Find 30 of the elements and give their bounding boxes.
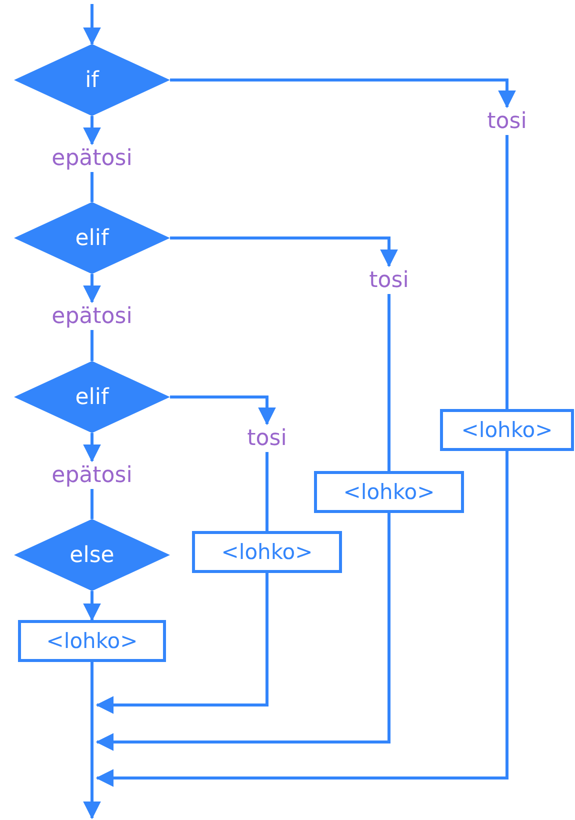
arrow bbox=[83, 433, 101, 462]
block-label: <lohko> bbox=[461, 418, 553, 442]
condition-label: elif bbox=[75, 384, 109, 410]
branch-label: tosi bbox=[247, 426, 287, 450]
block-label: <lohko> bbox=[343, 480, 435, 504]
branch-label: tosi bbox=[487, 108, 527, 134]
condition-label: else bbox=[70, 542, 114, 568]
process-box bbox=[192, 531, 342, 573]
branch-label: epätosi bbox=[52, 304, 132, 328]
arrow bbox=[96, 451, 508, 787]
block-label: <lohko> bbox=[46, 629, 138, 653]
arrow bbox=[170, 236, 398, 268]
condition-label: if bbox=[85, 68, 99, 92]
block-label: <lohko> bbox=[221, 540, 313, 564]
branch-label: tosi bbox=[369, 268, 409, 292]
branch-label: epätosi bbox=[52, 462, 132, 488]
arrow bbox=[83, 116, 101, 146]
process-box bbox=[18, 620, 166, 662]
arrow bbox=[170, 396, 276, 426]
arrow bbox=[83, 4, 101, 46]
process-box bbox=[440, 409, 574, 451]
arrow bbox=[83, 591, 101, 622]
arrow bbox=[96, 513, 390, 751]
branch-label: epätosi bbox=[52, 146, 132, 170]
arrow bbox=[96, 573, 268, 714]
process-box bbox=[314, 471, 464, 513]
arrow bbox=[83, 274, 101, 304]
arrow bbox=[170, 78, 516, 108]
arrow bbox=[83, 662, 101, 820]
condition-label: elif bbox=[75, 226, 109, 250]
